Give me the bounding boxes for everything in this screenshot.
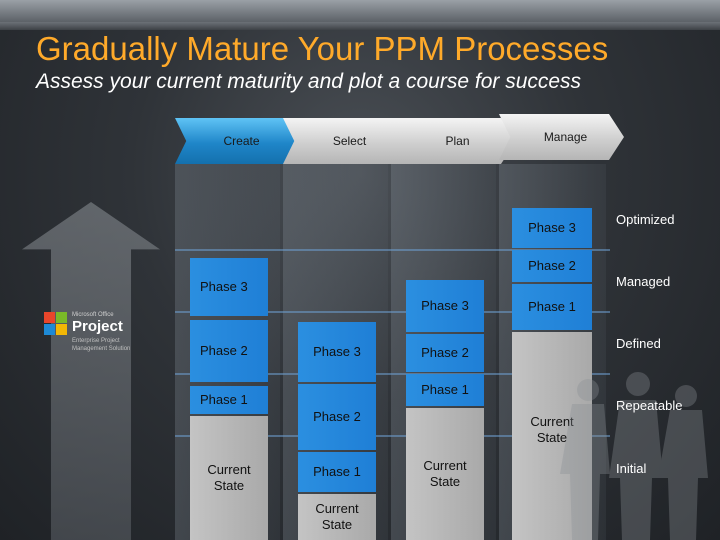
select-phase-3: Phase 3: [298, 322, 376, 382]
plan-phase-1: Phase 1: [406, 374, 484, 406]
stage-select-label: Select: [332, 134, 367, 148]
create-phase-2: Phase 2: [190, 320, 268, 382]
level-divider: [175, 249, 610, 251]
level-managed: Managed: [616, 274, 671, 289]
current-state-word1: Current: [315, 501, 359, 516]
current-state-word1: Current: [207, 462, 251, 477]
up-arrow-graphic: [22, 202, 160, 540]
stage-manage-chevron: Manage: [499, 114, 624, 160]
stage-plan-label: Plan: [445, 134, 470, 148]
top-bar: [0, 0, 720, 22]
slide-title: Gradually Mature Your PPM Processes: [36, 30, 609, 67]
level-divider: [175, 311, 610, 313]
level-divider: [175, 373, 610, 375]
select-phase-2: Phase 2: [298, 384, 376, 450]
create-phase-1: Phase 1: [190, 386, 268, 414]
logo-subtitle-line2: Management Solution: [72, 346, 131, 352]
current-state-word2: State: [213, 478, 245, 493]
stage-select-chevron: Select: [283, 118, 408, 164]
select-phase-1: Phase 1: [298, 452, 376, 492]
level-repeatable: Repeatable: [616, 398, 683, 413]
level-divider: [175, 435, 610, 437]
current-state-word1: Current: [530, 414, 574, 429]
stage-manage-label: Manage: [543, 130, 588, 144]
stage-create-chevron: Create: [175, 118, 300, 164]
current-state-word2: State: [536, 430, 568, 445]
logo-brand-text: Microsoft Office: [72, 312, 114, 318]
level-initial: Initial: [616, 461, 647, 476]
slide-subtitle: Assess your current maturity and plot a …: [36, 70, 582, 93]
current-state-word2: State: [321, 517, 353, 532]
top-bar-shadow: [0, 22, 720, 30]
manage-phase-3: Phase 3: [512, 208, 592, 248]
create-phase-3: Phase 3: [190, 258, 268, 316]
current-state-word1: Current: [423, 458, 467, 473]
logo-subtitle-line1: Enterprise Project: [72, 338, 120, 344]
stage-plan-chevron: Plan: [391, 118, 516, 164]
plan-phase-2: Phase 2: [406, 334, 484, 372]
level-optimized: Optimized: [616, 212, 675, 227]
office-logo-icon: [44, 312, 68, 336]
manage-phase-2: Phase 2: [512, 250, 592, 282]
stage-create-label: Create: [223, 134, 260, 148]
current-state-word2: State: [429, 474, 461, 489]
manage-phase-1: Phase 1: [512, 284, 592, 330]
office-project-logo: Microsoft Office Project Enterprise Proj…: [44, 312, 154, 358]
level-defined: Defined: [616, 336, 661, 351]
plan-phase-3: Phase 3: [406, 280, 484, 332]
people-silhouette-graphic: [560, 372, 708, 540]
logo-product-name: Project: [72, 318, 123, 335]
